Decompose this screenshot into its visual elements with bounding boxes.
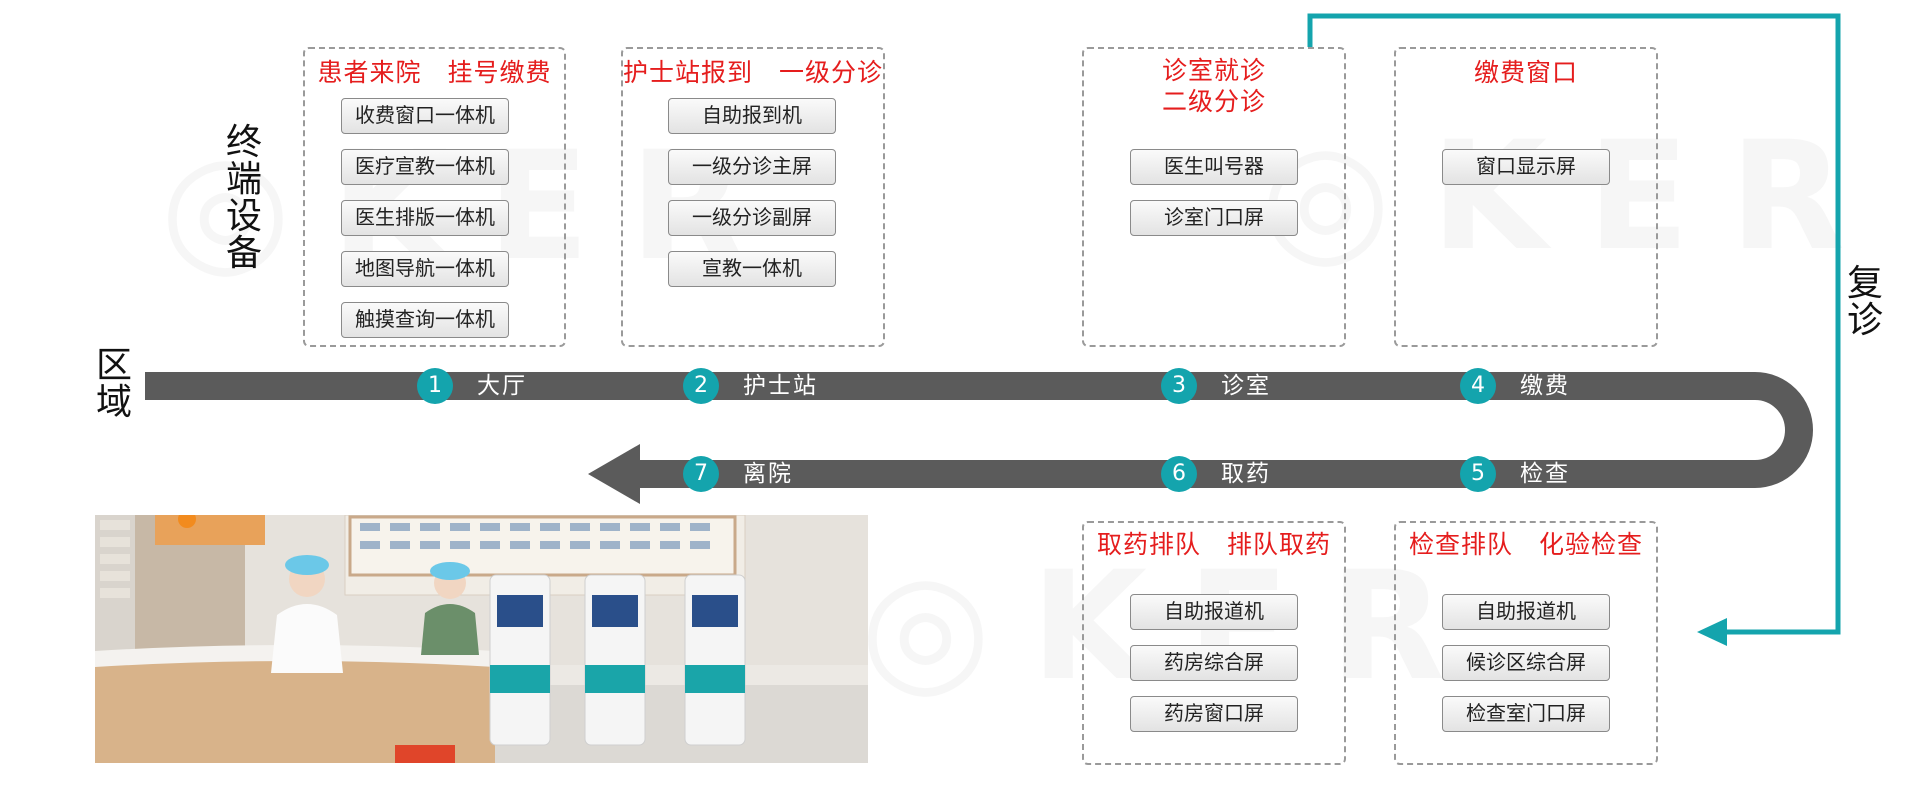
- box-title: 检查排队 化验检查: [1408, 530, 1643, 559]
- stage-number: 7: [683, 456, 719, 492]
- box-payment-window: 缴费窗口 窗口显示屏: [1394, 47, 1658, 347]
- stage-number: 3: [1161, 368, 1197, 404]
- stage-number: 4: [1460, 368, 1496, 404]
- stage-examination: 5 检查: [1460, 456, 1600, 492]
- stage-consulting-room: 3 诊室: [1161, 368, 1301, 404]
- device-button[interactable]: 药房综合屏: [1130, 645, 1298, 681]
- stage-number: 6: [1161, 456, 1197, 492]
- stage-number: 1: [417, 368, 453, 404]
- box-title: 二级分诊: [1161, 87, 1266, 116]
- stage-number: 5: [1460, 456, 1496, 492]
- device-button[interactable]: 候诊区综合屏: [1442, 645, 1610, 681]
- revisit-line: [1307, 13, 1841, 635]
- device-button[interactable]: 一级分诊副屏: [668, 200, 836, 236]
- stage-label: 诊室: [1221, 373, 1271, 399]
- area-label: 区 域: [95, 345, 132, 423]
- box-examination: 检查排队 化验检查 自助报道机 候诊区综合屏 检查室门口屏: [1394, 521, 1658, 765]
- device-button[interactable]: 自助报道机: [1442, 594, 1610, 630]
- stage-pharmacy: 6 取药: [1161, 456, 1301, 492]
- stage-discharge: 7 离院: [683, 456, 823, 492]
- device-button[interactable]: 医生叫号器: [1130, 149, 1298, 185]
- box-hall: 患者来院 挂号缴费 收费窗口一体机 医疗宣教一体机 医生排版一体机 地图导航一体…: [303, 47, 566, 347]
- stage-hall: 1 大厅: [417, 368, 557, 404]
- box-nurse-station: 护士站报到 一级分诊 自助报到机 一级分诊主屏 一级分诊副屏 宣教一体机: [621, 47, 885, 347]
- stage-label: 离院: [743, 461, 793, 487]
- device-button[interactable]: 医疗宣教一体机: [341, 149, 509, 185]
- stage-label: 护士站: [743, 373, 818, 399]
- device-button[interactable]: 收费窗口一体机: [341, 98, 509, 134]
- track-arrowhead: [588, 444, 640, 504]
- revisit-arrowhead: [1697, 618, 1727, 646]
- box-title: 诊室就诊: [1161, 56, 1266, 85]
- terminal-devices-label: 终 端 设 备: [225, 122, 262, 274]
- stage-nurse-station: 2 护士站: [683, 368, 843, 404]
- box-consulting-room: 诊室就诊 二级分诊 医生叫号器 诊室门口屏: [1082, 47, 1346, 347]
- device-button[interactable]: 诊室门口屏: [1130, 200, 1298, 236]
- stage-label: 缴费: [1520, 373, 1570, 399]
- main-track: [145, 372, 1813, 488]
- box-pharmacy: 取药排队 排队取药 自助报道机 药房综合屏 药房窗口屏: [1082, 521, 1346, 765]
- hospital-hall-photo: [95, 515, 868, 763]
- device-button[interactable]: 窗口显示屏: [1442, 149, 1610, 185]
- box-title: 患者来院 挂号缴费: [317, 58, 552, 87]
- device-button[interactable]: 自助报到机: [668, 98, 836, 134]
- revisit-label: 复 诊: [1846, 263, 1883, 341]
- device-button[interactable]: 自助报道机: [1130, 594, 1298, 630]
- box-title: 取药排队 排队取药: [1096, 530, 1331, 559]
- device-button[interactable]: 检查室门口屏: [1442, 696, 1610, 732]
- photo-illustration: [95, 515, 868, 763]
- stage-label: 大厅: [477, 373, 527, 399]
- device-button[interactable]: 地图导航一体机: [341, 251, 509, 287]
- stage-label: 取药: [1221, 461, 1271, 487]
- device-button[interactable]: 一级分诊主屏: [668, 149, 836, 185]
- stage-payment: 4 缴费: [1460, 368, 1600, 404]
- device-button[interactable]: 触摸查询一体机: [341, 302, 509, 338]
- device-button[interactable]: 宣教一体机: [668, 251, 836, 287]
- device-button[interactable]: 医生排版一体机: [341, 200, 509, 236]
- stage-label: 检查: [1520, 461, 1570, 487]
- box-title: 护士站报到 一级分诊: [623, 58, 884, 87]
- box-title: 缴费窗口: [1473, 58, 1578, 87]
- device-button[interactable]: 药房窗口屏: [1130, 696, 1298, 732]
- stage-number: 2: [683, 368, 719, 404]
